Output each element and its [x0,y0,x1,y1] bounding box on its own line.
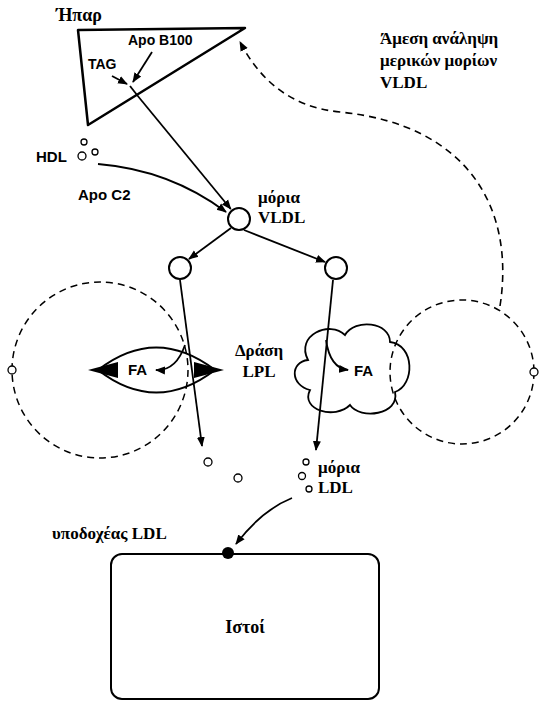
label-holder: FA [128,361,147,379]
flow-arrow [244,230,325,262]
flow-connector [137,95,231,209]
tissue-name: Ιστοί [225,616,265,638]
enzyme-label: Δράση LPL [228,340,290,382]
label-holder: Δράση LPL [228,340,290,382]
lipoprotein-name: HDL [36,148,67,166]
ldl-particle [299,473,306,480]
vldl-particle [169,257,191,279]
label-holder: Άμεση ανάληψη μερικών μορίων VLDL [380,28,530,94]
nucleus-dot [8,366,16,374]
tissue-box: Ιστοί [110,553,380,700]
particle-label: μόρια LDL [318,458,374,498]
vldl-particle [325,257,347,279]
capillary-cloud [295,324,410,413]
apoprotein-name: Apo C2 [78,186,131,204]
hdl-particle [92,149,98,155]
liver-arrow [112,76,127,84]
fatty-acid-label: FA [354,362,373,380]
nucleus-dot [530,368,538,376]
text-holder: Ιστοί [225,616,265,638]
label-holder: FA [354,362,373,380]
molecule-name: TAG [88,56,117,73]
organ-name: Ήπαρ [56,4,102,26]
label-holder: υποδοχέας LDL [52,524,167,544]
ldl-particle [234,474,242,482]
capillary-tip [88,362,118,378]
label-holder: HDL [36,148,67,166]
vldl-particle: μόρια VLDL [226,188,326,250]
ldl-particle [204,458,212,466]
receptor-label: υποδοχέας LDL [52,524,167,544]
liver-arrow [133,52,152,82]
flow-arrow [316,280,333,450]
uptake-arrow [240,42,503,306]
label-holder: μόρια LDL [318,458,374,498]
ldl-particle [306,486,312,492]
flow-arrow [189,228,231,259]
hdl-particle [81,139,87,145]
text-holder: Apo B100 [128,32,193,49]
text-holder: μόρια VLDL [258,188,322,228]
liver-shape: ΉπαρTAG Apo B100 [50,4,260,134]
text-holder: TAG [88,56,117,73]
adipocyte-outline [390,300,534,444]
flow-arrow [180,280,202,446]
particle-label: μόρια VLDL [258,188,322,228]
liver-arrow [130,86,137,95]
muscle-cell-outline [12,282,188,458]
hdl-particle [78,152,86,160]
capillary-tip [194,362,224,378]
release-arrow [156,345,185,370]
particle-outline [228,208,250,230]
uptake-note: Άμεση ανάληψη μερικών μορίων VLDL [380,28,530,94]
text-holder: Ήπαρ [56,4,102,26]
release-arrow [326,340,348,370]
ldl-particle [303,459,309,465]
protein-name: Apo B100 [128,32,193,49]
receptor-arrow [236,498,292,544]
label-holder: Apo C2 [78,186,131,204]
liver-outline [78,28,245,125]
fatty-acid-label: FA [128,361,147,379]
